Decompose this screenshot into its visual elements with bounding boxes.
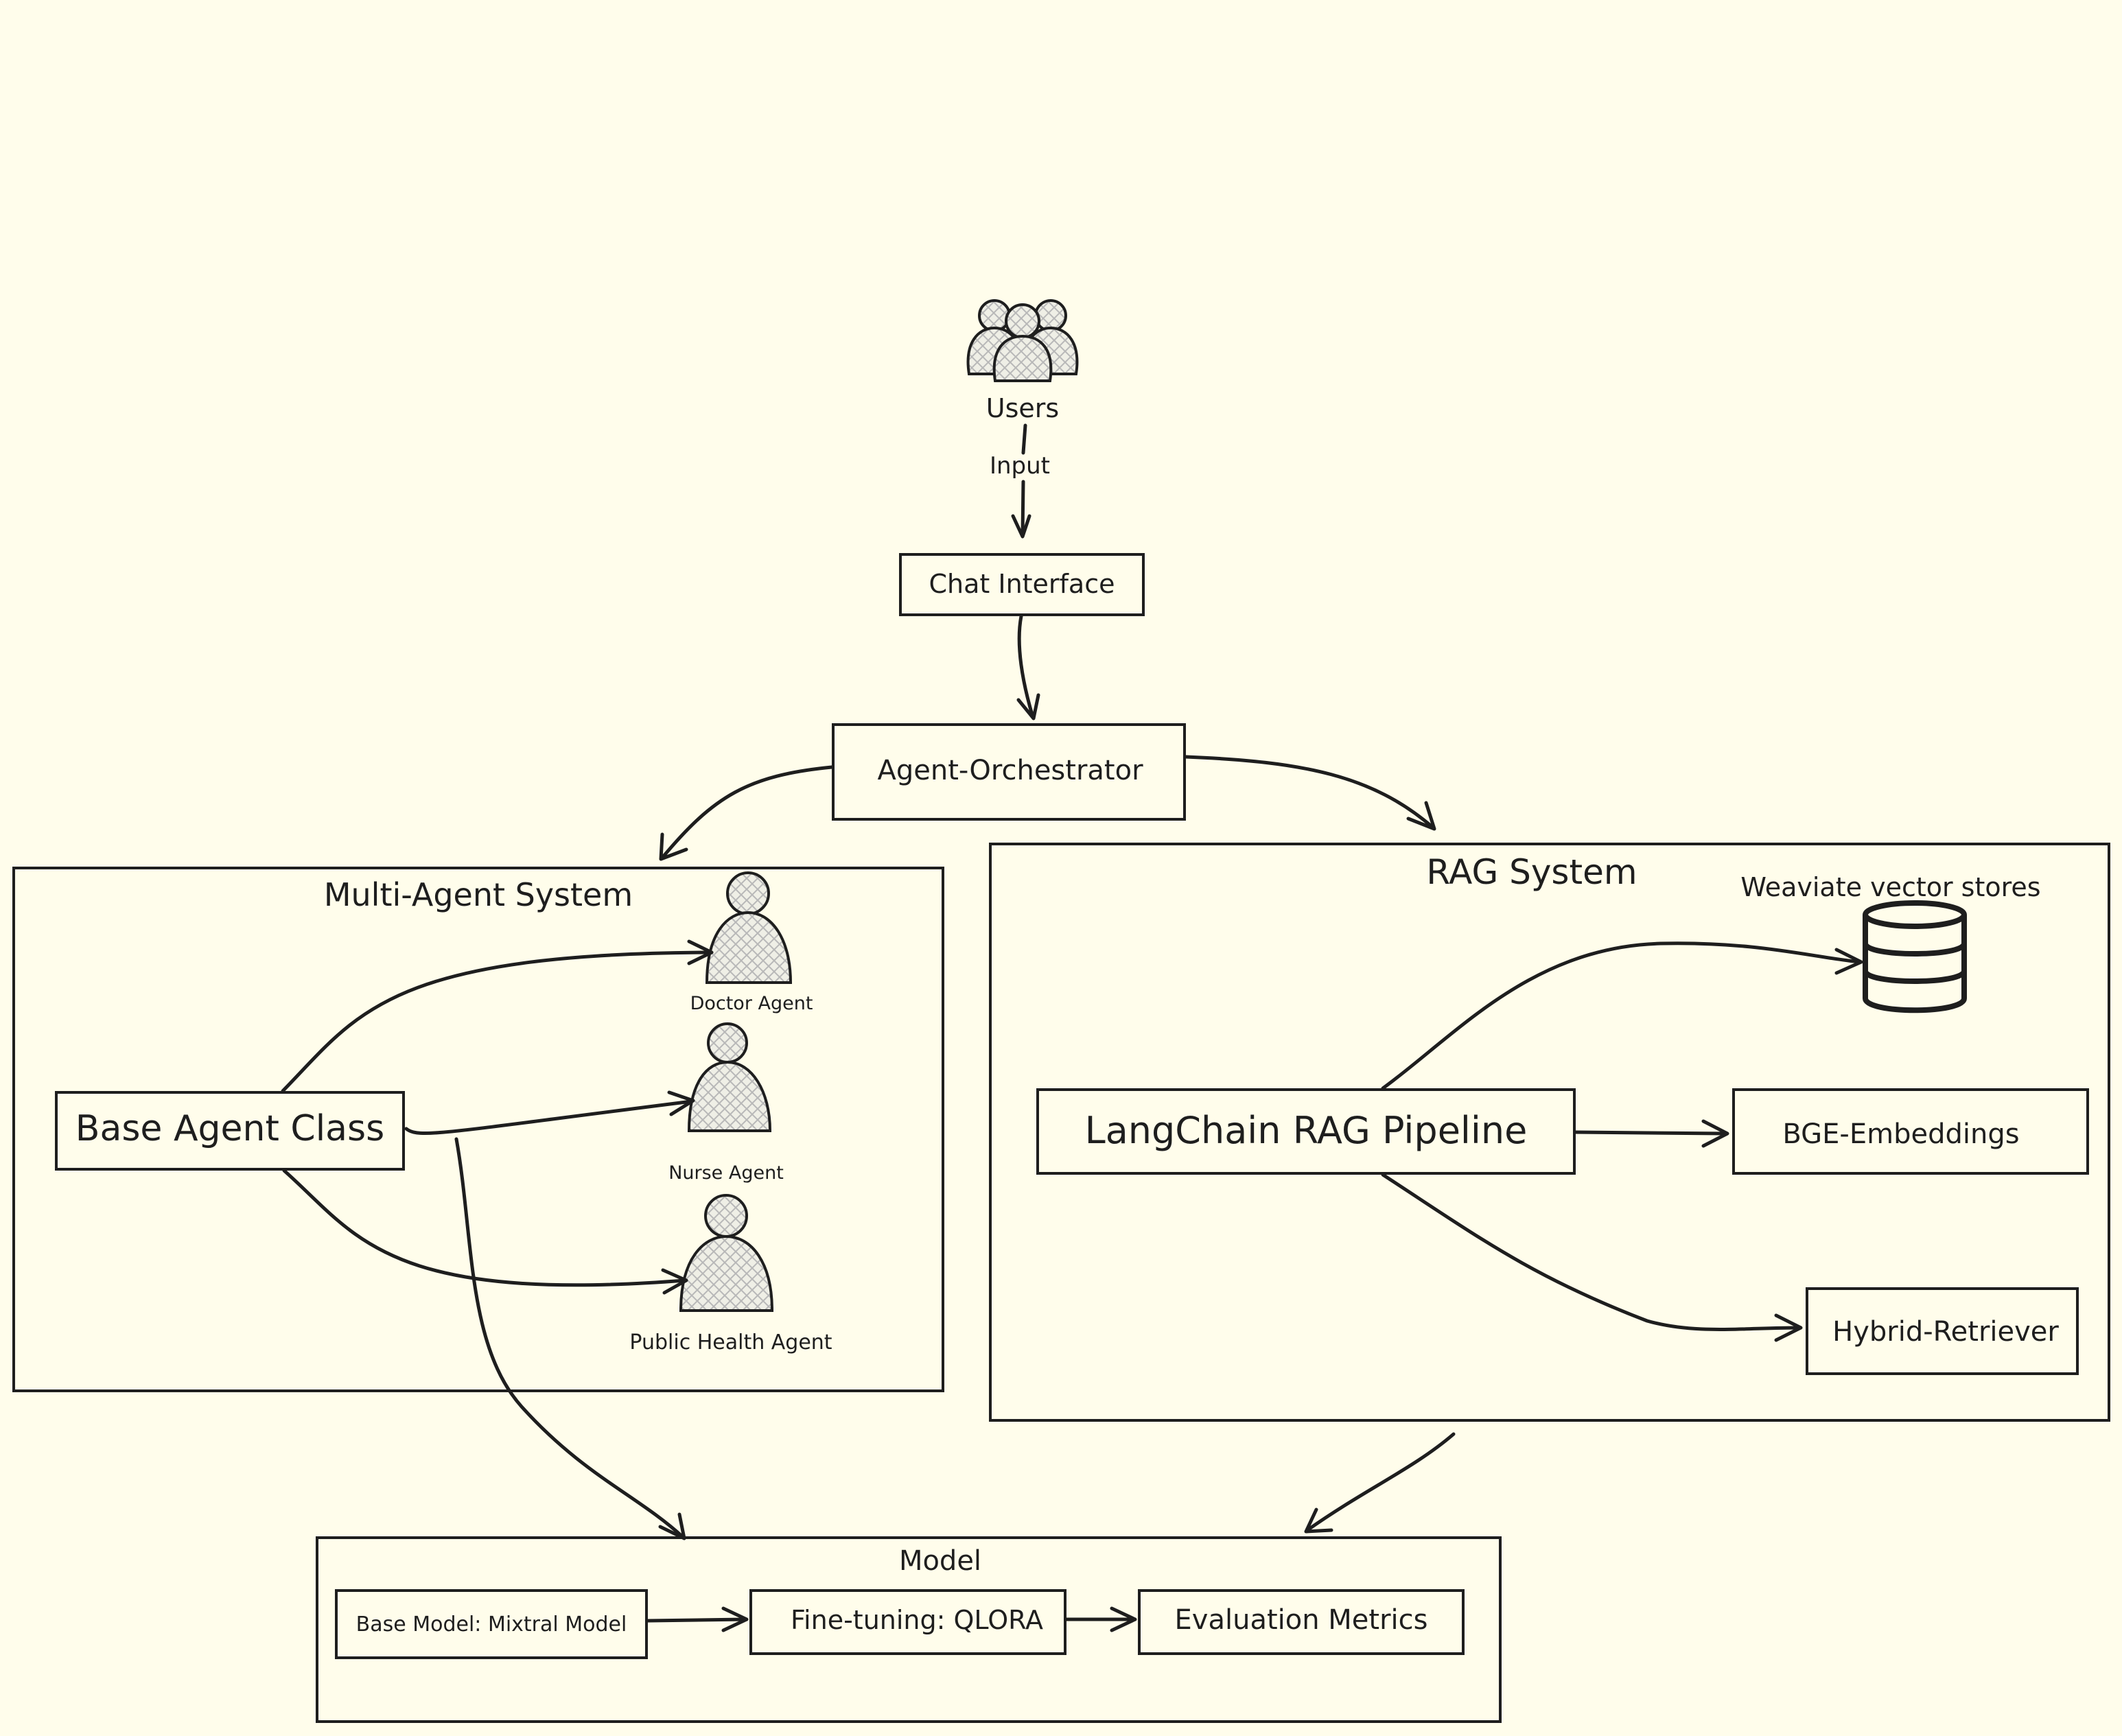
users-label: Users — [986, 393, 1059, 423]
evaluation-metrics-label: Evaluation Metrics — [1175, 1604, 1428, 1636]
nurse-agent-label: Nurse Agent — [668, 1162, 784, 1184]
rag-system-container — [989, 843, 2110, 1422]
edge-rag-to-model — [1305, 1432, 1456, 1532]
base-model-box — [335, 1589, 648, 1659]
arrowhead-public-health — [661, 1268, 688, 1295]
model-title: Model — [899, 1545, 981, 1577]
edge-users-to-chat — [1021, 423, 1027, 455]
base-agent-class-label: Base Agent Class — [75, 1108, 384, 1149]
edge-chat-to-orchestrator — [1017, 614, 1035, 719]
edge-orchestrator-to-multi-agent — [660, 765, 834, 860]
multi-agent-system-title: Multi-Agent System — [324, 876, 633, 913]
weaviate-vector-stores-label: Weaviate vector stores — [1740, 872, 2040, 902]
arrowhead-nurse — [667, 1090, 695, 1116]
edge-pipeline-to-retriever — [1381, 1173, 1802, 1331]
bge-embeddings-box — [1732, 1088, 2089, 1175]
fine-tuning-box — [749, 1589, 1066, 1655]
orchestrator-box — [832, 723, 1186, 821]
base-agent-class-box — [55, 1091, 405, 1171]
orchestrator-label: Agent-Orchestrator — [877, 755, 1143, 786]
database-icon — [1863, 900, 1967, 1013]
arrowhead-evaluation — [1110, 1606, 1137, 1632]
edge-base-to-doctor — [281, 950, 712, 1093]
hybrid-retriever-box — [1806, 1287, 2079, 1375]
arrowhead-chat — [1011, 514, 1031, 539]
fine-tuning-label: Fine-tuning: QLORA — [791, 1605, 1043, 1635]
edge-base-model-to-fine-tuning — [646, 1617, 747, 1623]
bge-embeddings-label: BGE-Embeddings — [1782, 1118, 2019, 1150]
doctor-agent-icon — [705, 871, 793, 984]
hybrid-retriever-label: Hybrid-Retriever — [1832, 1316, 2059, 1348]
public-health-agent-icon — [679, 1194, 774, 1312]
arrowhead-vector-store — [1834, 948, 1863, 975]
edge-base-to-public-health — [282, 1169, 687, 1287]
edge-orchestrator-to-rag — [1184, 755, 1435, 830]
chat-interface-label: Chat Interface — [929, 569, 1115, 599]
rag-system-title: RAG System — [1426, 852, 1637, 892]
arrowhead-model-right — [1304, 1508, 1333, 1534]
arrowhead-orchestrator — [1016, 693, 1040, 720]
edge-label-input: Input — [990, 452, 1050, 480]
arrowhead-doctor — [687, 939, 714, 965]
doctor-agent-label: Doctor Agent — [690, 993, 813, 1014]
edge-pipeline-to-vector-store — [1381, 941, 1862, 1090]
multi-agent-system-container — [12, 867, 944, 1392]
edge-base-to-model — [454, 1137, 685, 1539]
base-model-label: Base Model: Mixtral Model — [356, 1612, 627, 1637]
evaluation-metrics-box — [1138, 1589, 1465, 1655]
langchain-rag-pipeline-label: LangChain RAG Pipeline — [1085, 1109, 1528, 1152]
arrowhead-retriever — [1774, 1313, 1803, 1342]
public-health-agent-label: Public Health Agent — [629, 1330, 832, 1354]
arrowhead-fine-tuning — [721, 1606, 749, 1632]
edge-pipeline-to-embeddings — [1574, 1130, 1728, 1136]
model-container — [316, 1536, 1502, 1723]
edge-base-to-nurse — [404, 1099, 694, 1136]
arrowhead-multi-agent — [659, 832, 688, 861]
nurse-agent-icon — [687, 1022, 772, 1132]
arrowhead-embeddings — [1701, 1119, 1729, 1148]
arrowhead-rag — [1406, 801, 1436, 831]
users-group-icon — [966, 299, 1079, 382]
